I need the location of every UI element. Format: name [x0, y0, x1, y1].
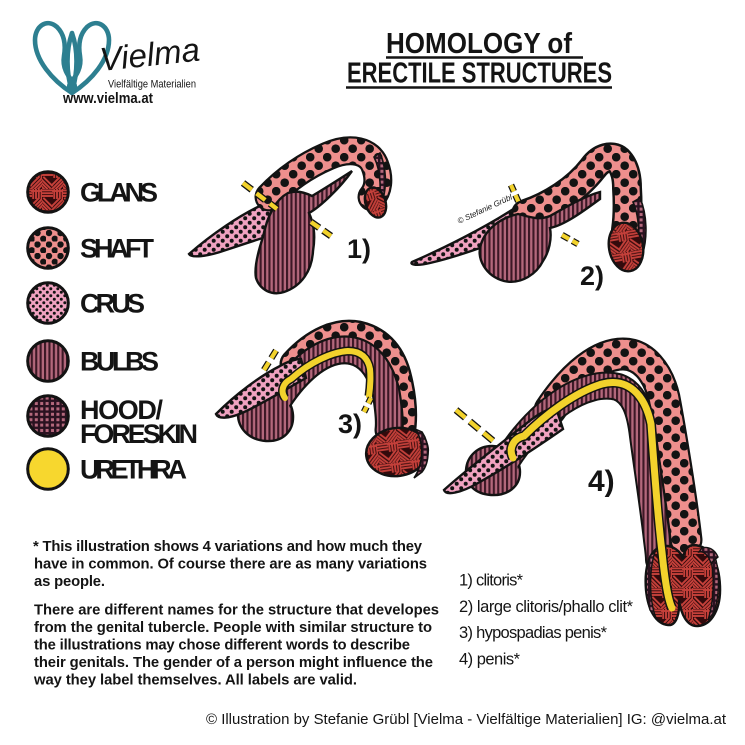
svg-text:There are different names for: There are different names for the struct…: [34, 603, 439, 619]
svg-text:* This illustration shows 4 va: * This illustration shows 4 variations a…: [33, 539, 423, 555]
svg-text:have in common. Of course ther: have in common. Of course there are as m…: [34, 557, 427, 573]
svg-text:SHAFT: SHAFT: [80, 234, 155, 264]
svg-text:© Illustration by Stefanie Grü: © Illustration by Stefanie Grübl [Vielma…: [206, 712, 726, 728]
svg-text:ERECTILE STRUCTURES: ERECTILE STRUCTURES: [347, 58, 612, 90]
svg-text:way they label themselves. All: way they label themselves. All labels ar…: [33, 672, 357, 688]
svg-text:2) large clitoris/phallo clit*: 2) large clitoris/phallo clit*: [459, 598, 634, 616]
svg-text:URETHRA: URETHRA: [80, 455, 187, 485]
svg-text:as people.: as people.: [34, 574, 105, 590]
svg-text:3) hypospadias penis*: 3) hypospadias penis*: [459, 624, 608, 642]
svg-text:BULBS: BULBS: [80, 347, 159, 377]
svg-text:3): 3): [338, 409, 362, 439]
svg-text:www.vielma.at: www.vielma.at: [62, 90, 153, 107]
svg-text:HOMOLOGY of: HOMOLOGY of: [386, 28, 572, 60]
svg-text:4): 4): [588, 465, 615, 498]
svg-text:4) penis*: 4) penis*: [459, 650, 521, 668]
svg-text:1): 1): [347, 234, 371, 264]
svg-text:CRUS: CRUS: [80, 289, 145, 319]
svg-text:Vielma: Vielma: [98, 31, 202, 78]
svg-text:GLANS: GLANS: [80, 178, 158, 208]
svg-text:2): 2): [580, 261, 604, 291]
svg-text:1) clitoris*: 1) clitoris*: [459, 572, 524, 590]
svg-text:their genitals. The gender of: their genitals. The gender of a person m…: [34, 655, 433, 671]
svg-text:Vielfältige Materialien: Vielfältige Materialien: [108, 79, 196, 91]
svg-text:from the genital tubercle. Peo: from the genital tubercle. People with s…: [34, 620, 432, 636]
svg-text:HOOD/: HOOD/: [80, 395, 163, 425]
svg-text:the illustrations may chose di: the illustrations may chose different wo…: [34, 638, 410, 654]
svg-text:FORESKIN: FORESKIN: [80, 419, 198, 449]
